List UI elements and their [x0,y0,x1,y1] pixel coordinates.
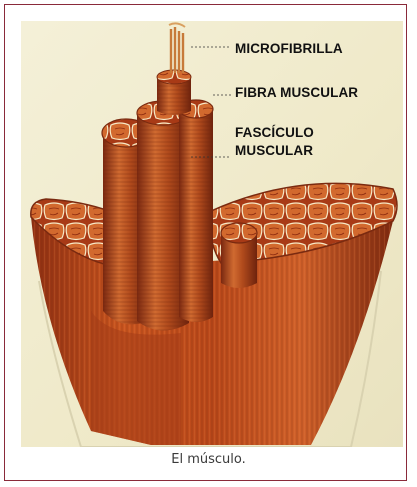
figure-frame: MICROFIBRILLA FIBRA MUSCULAR FASCÍCULO M… [4,4,407,481]
label-fasciculo-muscular-line2: MUSCULAR [235,143,313,159]
label-fasciculo-muscular-line1: FASCÍCULO [235,125,314,141]
figure-caption: El músculo. [0,452,417,467]
label-microfibrilla: MICROFIBRILLA [235,41,343,57]
muscle-illustration: MICROFIBRILLA FIBRA MUSCULAR FASCÍCULO M… [21,21,403,447]
label-fibra-muscular: FIBRA MUSCULAR [235,85,358,101]
